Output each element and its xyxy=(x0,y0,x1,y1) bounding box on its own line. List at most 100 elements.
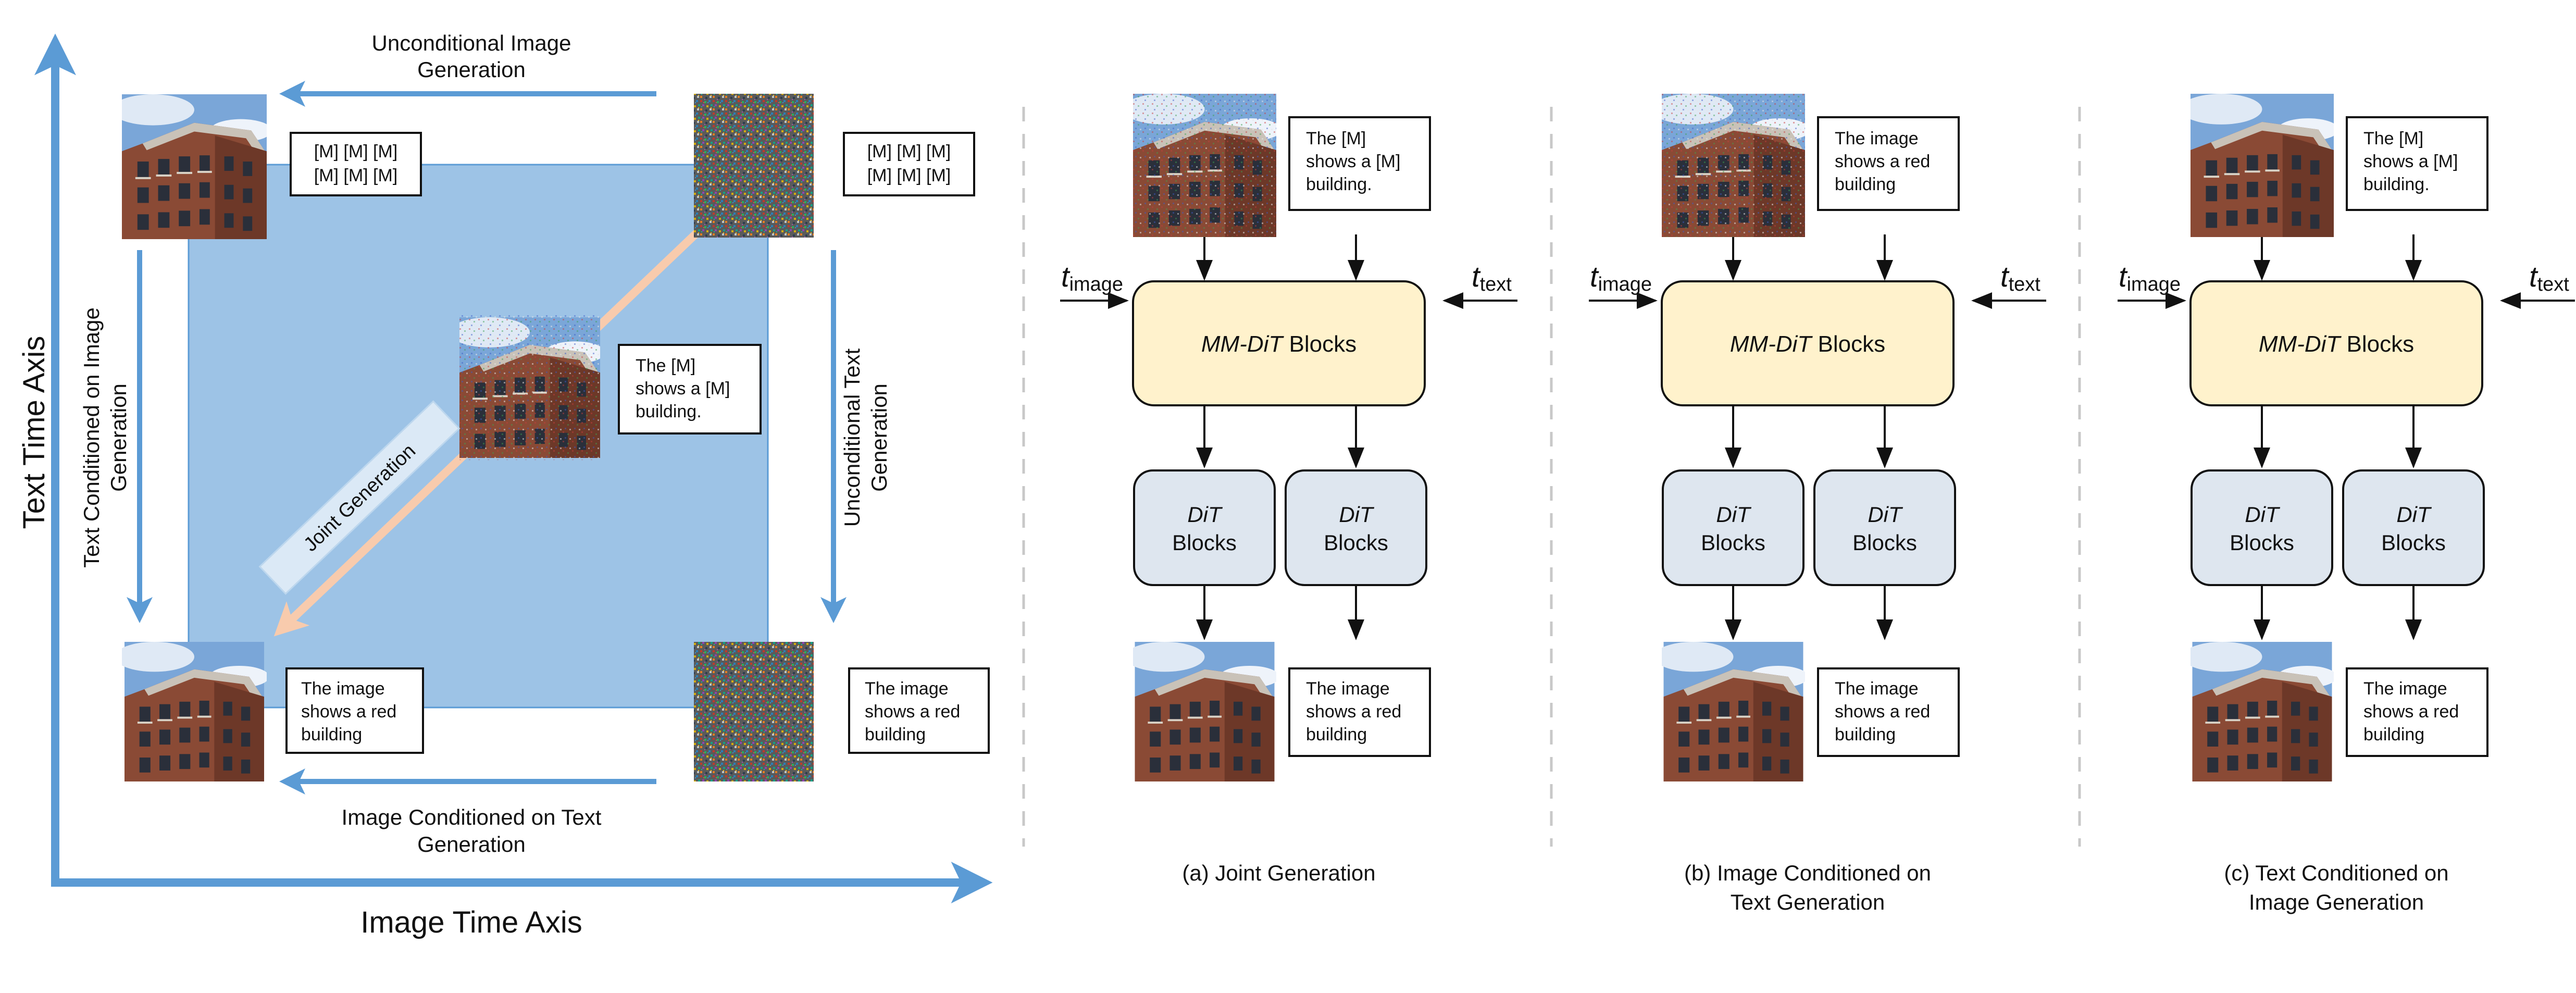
masked-caption-center: The [M] shows a [M] building. xyxy=(618,344,762,435)
caption-line-2: shows a [M] xyxy=(636,379,730,399)
noisy-image-center xyxy=(459,315,600,460)
dit-block-image: DiT Blocks xyxy=(1133,469,1276,586)
caption-line-1: The image xyxy=(1306,679,1390,699)
svg-text:Blocks: Blocks xyxy=(1701,530,1765,555)
caption-line-3: building xyxy=(1306,725,1367,744)
bottom-image xyxy=(1133,642,1276,781)
bottom-caption-box: The image shows a red building xyxy=(1817,667,1960,757)
caption-line-1: The [M] xyxy=(636,356,695,376)
mask-line-2: [M] [M] [M] xyxy=(314,166,398,185)
caption-line-2: shows a red xyxy=(1835,702,1930,722)
x-axis-label: Image Time Axis xyxy=(360,905,582,939)
clean-image-bottom-left xyxy=(122,642,267,781)
left-label-group: Text Conditioned on Image Generation xyxy=(79,307,131,568)
panel-subtitle-line-1: (b) Image Conditioned on xyxy=(1684,861,1931,885)
top-caption-box: The [M] shows a [M] building. xyxy=(2346,116,2488,211)
left-panel: [M] [M] [M] [M] [M] [M] [M] [M] [M] [M] … xyxy=(17,31,993,939)
svg-text:Blocks: Blocks xyxy=(1324,530,1388,555)
caption-line-3: building. xyxy=(636,402,702,421)
caption-line-1: The image xyxy=(865,679,949,699)
y-axis-label-group: Text Time Axis xyxy=(17,336,51,529)
caption-line-2: shows a red xyxy=(2363,702,2459,722)
panel-image-conditioned: The image shows a red building timage tt… xyxy=(1589,94,2046,914)
t-text-label: ttext xyxy=(2529,260,2569,295)
svg-text:MM-DiT Blocks: MM-DiT Blocks xyxy=(1730,331,1885,357)
clean-image-top-left xyxy=(122,94,267,239)
noise-image-top-right xyxy=(694,94,814,238)
top-label-line-2: Generation xyxy=(417,57,526,82)
dit-block-image: DiT Blocks xyxy=(2191,469,2333,586)
mask-textbox-top-right: [M] [M] [M] [M] [M] [M] xyxy=(843,132,975,196)
mask-line-2: [M] [M] [M] xyxy=(867,166,951,185)
top-label-line-1: Unconditional Image xyxy=(372,31,571,55)
bottom-caption-box: The image shows a red building xyxy=(2346,667,2488,757)
svg-text:DiT: DiT xyxy=(1187,502,1223,527)
svg-text:DiT: DiT xyxy=(2396,502,2432,527)
svg-text:DiT: DiT xyxy=(1716,502,1752,527)
mmdit-block: MM-DiT Blocks xyxy=(1661,280,1955,406)
caption-line-1: The image xyxy=(2363,679,2447,699)
dit-block-text: DiT Blocks xyxy=(2342,469,2485,586)
panels-root: The [M] shows a [M] building. timage tte… xyxy=(1060,94,2575,914)
caption-line-2: shows a [M] xyxy=(2363,152,2458,171)
panel-subtitle-line-1: (a) Joint Generation xyxy=(1182,861,1375,885)
svg-text:Blocks: Blocks xyxy=(2381,530,2446,555)
caption-line-3: building. xyxy=(1306,175,1372,194)
y-axis-label: Text Time Axis xyxy=(17,336,51,529)
caption-line-1: The [M] xyxy=(1306,129,1366,148)
panel-subtitle-line-2: Image Generation xyxy=(2249,890,2424,914)
bottom-label-line-2: Generation xyxy=(417,832,526,857)
bottom-label-line-1: Image Conditioned on Text xyxy=(342,805,602,829)
caption-line-1: The image xyxy=(1835,679,1919,699)
caption-line-3: building xyxy=(2363,725,2424,744)
top-image xyxy=(1662,94,1805,237)
right-label-group: Unconditional Text Generation xyxy=(840,348,891,527)
top-caption-box: The image shows a red building xyxy=(1817,116,1960,211)
caption-line-3: building xyxy=(865,725,926,744)
caption-line-3: building xyxy=(301,725,362,744)
svg-text:DiT: DiT xyxy=(2245,502,2281,527)
panel-joint-generation: The [M] shows a [M] building. timage tte… xyxy=(1060,94,1517,885)
t-text-label: ttext xyxy=(2000,260,2040,295)
red-caption-bottom-right: The image shows a red building xyxy=(848,667,990,754)
t-image-label: timage xyxy=(1590,260,1652,295)
panel-text-conditioned: The [M] shows a [M] building. timage tte… xyxy=(2118,94,2575,914)
mmdit-block: MM-DiT Blocks xyxy=(2189,280,2483,406)
caption-line-2: shows a red xyxy=(1835,152,1930,171)
red-caption-bottom-left: The image shows a red building xyxy=(285,667,424,754)
t-image-label: timage xyxy=(1061,260,1123,295)
svg-text:DiT: DiT xyxy=(1339,502,1375,527)
right-label-line-1: Unconditional Text xyxy=(840,348,864,527)
bottom-caption-box: The image shows a red building xyxy=(1288,667,1431,757)
dit-block-image: DiT Blocks xyxy=(1662,469,1805,586)
svg-text:Blocks: Blocks xyxy=(1172,530,1237,555)
t-image-label: timage xyxy=(2119,260,2181,295)
left-label-line-1: Text Conditioned on Image xyxy=(79,307,104,568)
caption-line-3: building xyxy=(1835,725,1896,744)
caption-line-3: building. xyxy=(2363,175,2430,194)
svg-text:DiT: DiT xyxy=(1868,502,1903,527)
caption-line-1: The image xyxy=(301,679,385,699)
noise-image-bottom-right xyxy=(694,642,814,781)
caption-line-2: shows a [M] xyxy=(1306,152,1400,171)
caption-line-1: The image xyxy=(1835,129,1919,148)
svg-text:Blocks: Blocks xyxy=(2230,530,2294,555)
caption-line-2: shows a red xyxy=(301,702,396,722)
svg-text:MM-DiT Blocks: MM-DiT Blocks xyxy=(2259,331,2414,357)
top-image xyxy=(2191,94,2334,237)
mask-textbox-top-left: [M] [M] [M] [M] [M] [M] xyxy=(290,132,422,196)
top-image xyxy=(1133,94,1276,237)
bottom-image xyxy=(2191,642,2334,781)
right-label-line-2: Generation xyxy=(867,383,891,492)
bottom-image xyxy=(1662,642,1805,781)
t-text-label: ttext xyxy=(1472,260,1512,295)
left-label-line-2: Generation xyxy=(106,383,131,492)
svg-text:MM-DiT Blocks: MM-DiT Blocks xyxy=(1201,331,1357,357)
mmdit-block: MM-DiT Blocks xyxy=(1132,280,1426,406)
mask-line-1: [M] [M] [M] xyxy=(867,142,951,162)
svg-text:Blocks: Blocks xyxy=(1852,530,1917,555)
caption-line-3: building xyxy=(1835,175,1896,194)
panel-subtitle-line-2: Text Generation xyxy=(1731,890,1885,914)
top-caption-box: The [M] shows a [M] building. xyxy=(1288,116,1431,211)
